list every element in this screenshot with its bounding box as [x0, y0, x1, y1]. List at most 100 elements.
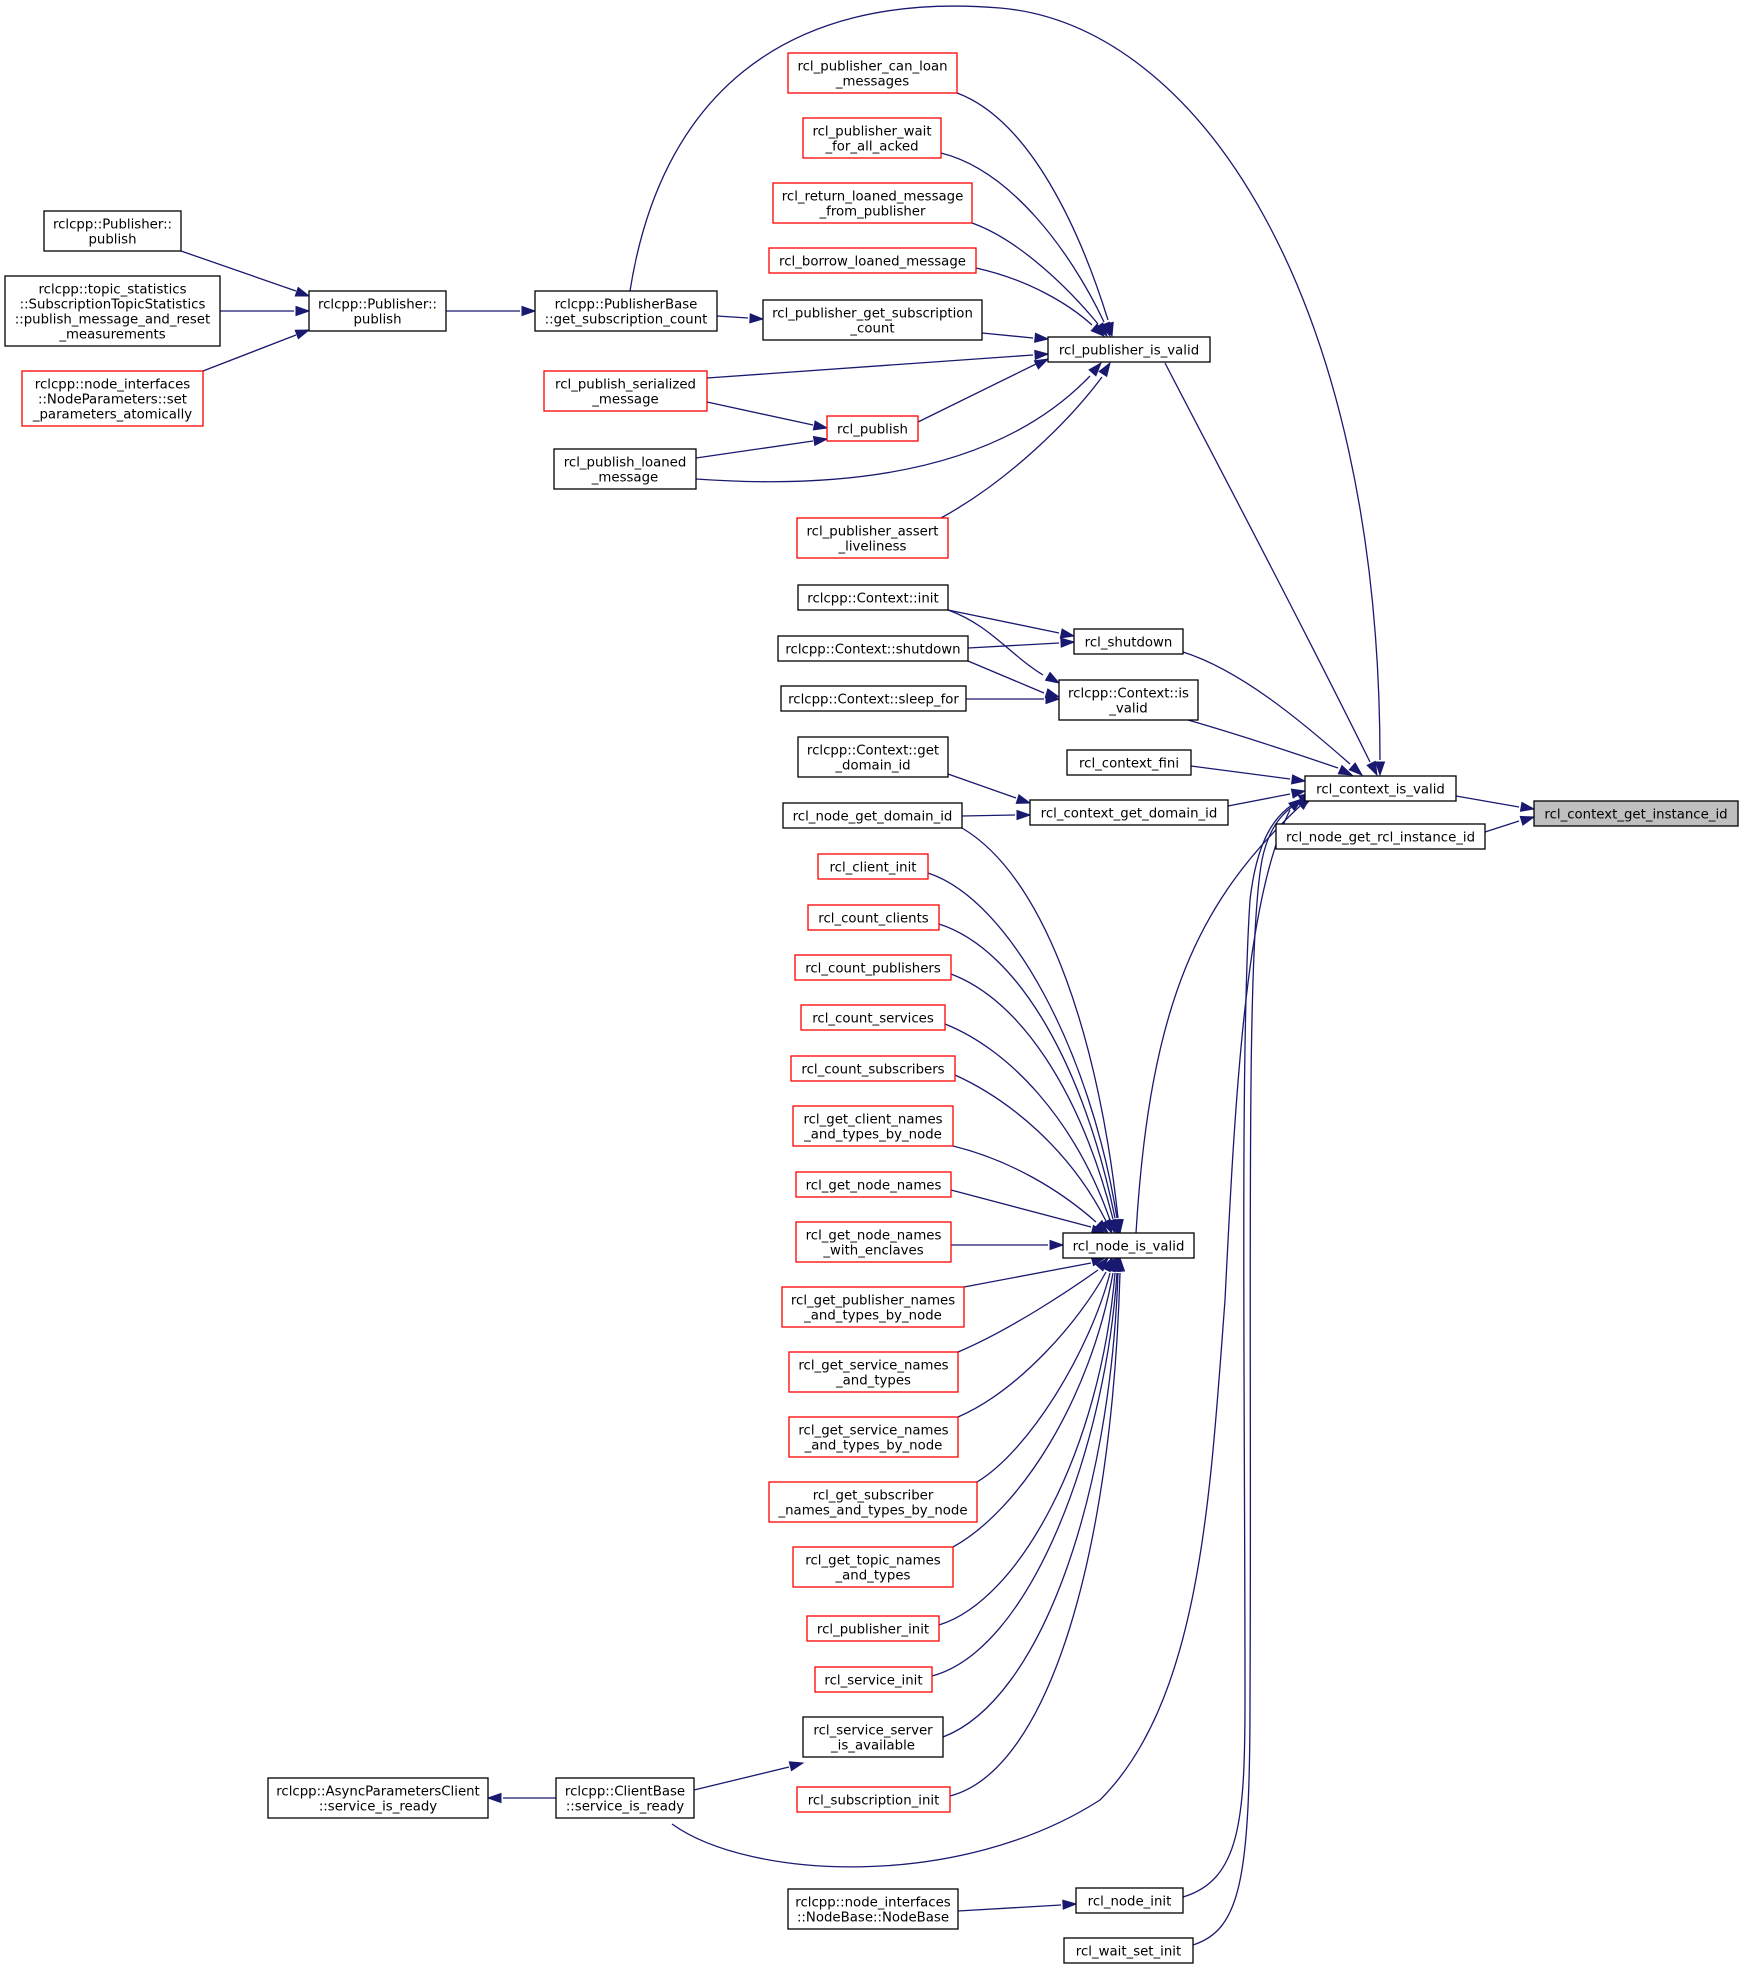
node-label: _measurements [58, 328, 165, 343]
node-topic-names[interactable]: rcl_get_topic_names_and_types [792, 1546, 954, 1588]
node-count-subscribers[interactable]: rcl_count_subscribers [790, 1055, 956, 1082]
call-edge [967, 642, 1060, 649]
node-label: rcl_node_is_valid [1073, 1240, 1185, 1255]
call-edge [971, 222, 1099, 325]
call-edge [1192, 797, 1308, 1946]
call-edge [952, 1145, 1097, 1223]
arrowhead-icon [521, 305, 537, 317]
node-box [780, 685, 967, 712]
call-edge [1190, 765, 1291, 780]
node-service-names-node[interactable]: rcl_get_service_names_and_types_by_node [788, 1416, 959, 1458]
call-edge [1227, 793, 1291, 807]
node-label: rclcpp::Context::get [807, 744, 939, 759]
node-ctx-get-domain[interactable]: rclcpp::Context::get_domain_id [797, 736, 949, 778]
node-nodebase[interactable]: rclcpp::node_interfaces::NodeBase::NodeB… [787, 1888, 959, 1930]
call-edge [956, 92, 1109, 321]
node-get-sub-count[interactable]: rcl_publisher_get_subscription_count [762, 299, 983, 341]
node-return-loaned[interactable]: rcl_return_loaned_message_from_publisher [772, 182, 973, 224]
call-edge [706, 354, 1034, 379]
call-edge [944, 1023, 1111, 1221]
node-publisher-is-valid[interactable]: rcl_publisher_is_valid [1047, 336, 1211, 363]
node-can-loan[interactable]: rcl_publisher_can_loan_messages [787, 52, 958, 94]
node-context-is-valid[interactable]: rcl_context_is_valid [1304, 775, 1457, 802]
node-box [814, 1666, 933, 1693]
node-label: _and_types_by_node [803, 1128, 942, 1143]
node-node-is-valid[interactable]: rcl_node_is_valid [1062, 1232, 1195, 1259]
node-context-is-valid-cpp[interactable]: rclcpp::Context::is_valid [1058, 679, 1199, 721]
node-label: rcl_subscription_init [808, 1794, 940, 1809]
node-box [782, 802, 963, 829]
node-publish-loaned[interactable]: rcl_publish_loaned_message [553, 448, 697, 490]
arrowhead-icon [1059, 628, 1076, 639]
node-instance-id[interactable]: rcl_context_get_instance_id [1533, 800, 1739, 827]
node-box [43, 210, 182, 252]
node-rcl-publish[interactable]: rcl_publish [826, 415, 919, 442]
node-async-params-ready[interactable]: rclcpp::AsyncParametersClient::service_i… [267, 1777, 489, 1819]
node-ctx-init[interactable]: rclcpp::Context::init [797, 584, 949, 611]
call-edge [950, 1189, 1092, 1228]
call-edge [706, 401, 814, 426]
node-clientbase-ready[interactable]: rclcpp::ClientBase::service_is_ready [555, 1777, 695, 1819]
node-borrow-loaned[interactable]: rcl_borrow_loaned_message [768, 247, 977, 274]
node-publisher-init[interactable]: rcl_publisher_init [806, 1615, 940, 1642]
node-context-get-domain-id[interactable]: rcl_context_get_domain_id [1029, 799, 1229, 826]
node-subscription-init[interactable]: rcl_subscription_init [796, 1786, 951, 1813]
node-label: rclcpp::Context::is [1068, 687, 1189, 702]
node-pub-publish-top[interactable]: rclcpp::Publisher::publish [43, 210, 182, 252]
node-box [1073, 628, 1184, 655]
node-box [4, 275, 221, 347]
node-box [788, 1351, 959, 1393]
node-subscriber-names[interactable]: rcl_get_subscriber_names_and_types_by_no… [768, 1481, 978, 1523]
node-client-names[interactable]: rcl_get_client_names_and_types_by_node [792, 1105, 954, 1147]
node-count-publishers[interactable]: rcl_count_publishers [794, 954, 952, 981]
node-service-server-avail[interactable]: rcl_service_server_is_available [802, 1716, 944, 1758]
node-service-names[interactable]: rcl_get_service_names_and_types [788, 1351, 959, 1393]
node-context-fini[interactable]: rcl_context_fini [1066, 749, 1192, 776]
node-rcl-shutdown[interactable]: rcl_shutdown [1073, 628, 1184, 655]
node-label: rclcpp::node_interfaces [795, 1896, 950, 1911]
node-label: rcl_get_client_names [803, 1113, 942, 1128]
node-label: rcl_get_node_names [806, 1229, 942, 1244]
node-label: rcl_get_node_names [806, 1179, 942, 1194]
node-node-init[interactable]: rcl_node_init [1075, 1887, 1184, 1914]
node-count-services[interactable]: rcl_count_services [800, 1004, 946, 1031]
node-pubbase-sub-count[interactable]: rclcpp::PublisherBase::get_subscription_… [534, 290, 718, 332]
arrowhead-icon [1290, 774, 1307, 785]
node-pub-publish-mid[interactable]: rclcpp::Publisher::publish [308, 290, 447, 332]
node-box [553, 448, 697, 490]
call-edge [1182, 651, 1351, 765]
node-node-names-enclaves[interactable]: rcl_get_node_names_with_enclaves [795, 1221, 952, 1263]
node-count-clients[interactable]: rcl_count_clients [807, 904, 940, 931]
node-box [800, 1004, 946, 1031]
node-topic-stats[interactable]: rclcpp::topic_statistics::SubscriptionTo… [4, 275, 221, 347]
arrowhead-icon [1094, 1219, 1110, 1235]
node-ctx-shutdown[interactable]: rclcpp::Context::shutdown [777, 635, 969, 662]
call-edge [981, 332, 1034, 339]
node-box [790, 1055, 956, 1082]
node-wait-acked[interactable]: rcl_publisher_wait_for_all_acked [802, 117, 942, 159]
call-edge [950, 973, 1114, 1220]
arrowhead-icon [1088, 361, 1103, 377]
node-ctx-sleep-for[interactable]: rclcpp::Context::sleep_for [780, 685, 967, 712]
node-assert-liveliness[interactable]: rcl_publisher_assert_liveliness [796, 517, 949, 559]
arrowhead-icon [1348, 762, 1364, 777]
node-label: rcl_context_is_valid [1316, 783, 1445, 798]
node-node-get-rcl-instance-id[interactable]: rcl_node_get_rcl_instance_id [1275, 823, 1486, 850]
call-edge [976, 1272, 1111, 1483]
node-publish-serialized[interactable]: rcl_publish_serialized_message [543, 370, 708, 412]
node-node-names[interactable]: rcl_get_node_names [795, 1171, 952, 1198]
node-service-init[interactable]: rcl_service_init [814, 1666, 933, 1693]
node-label: _message [591, 471, 658, 486]
call-edge [629, 5, 1381, 761]
node-publisher-names[interactable]: rcl_get_publisher_names_and_types_by_nod… [781, 1286, 965, 1328]
node-node-params[interactable]: rclcpp::node_interfaces::NodeParameters:… [21, 370, 204, 427]
node-client-init[interactable]: rcl_client_init [817, 853, 929, 880]
call-edge [940, 376, 1103, 519]
node-label: _is_available [830, 1739, 915, 1754]
call-edge [963, 1262, 1092, 1288]
arrowhead-icon [486, 1792, 502, 1804]
node-node-get-domain[interactable]: rcl_node_get_domain_id [782, 802, 963, 829]
node-box [806, 1615, 940, 1642]
node-box [781, 1286, 965, 1328]
node-wait-set-init[interactable]: rcl_wait_set_init [1063, 1937, 1194, 1964]
